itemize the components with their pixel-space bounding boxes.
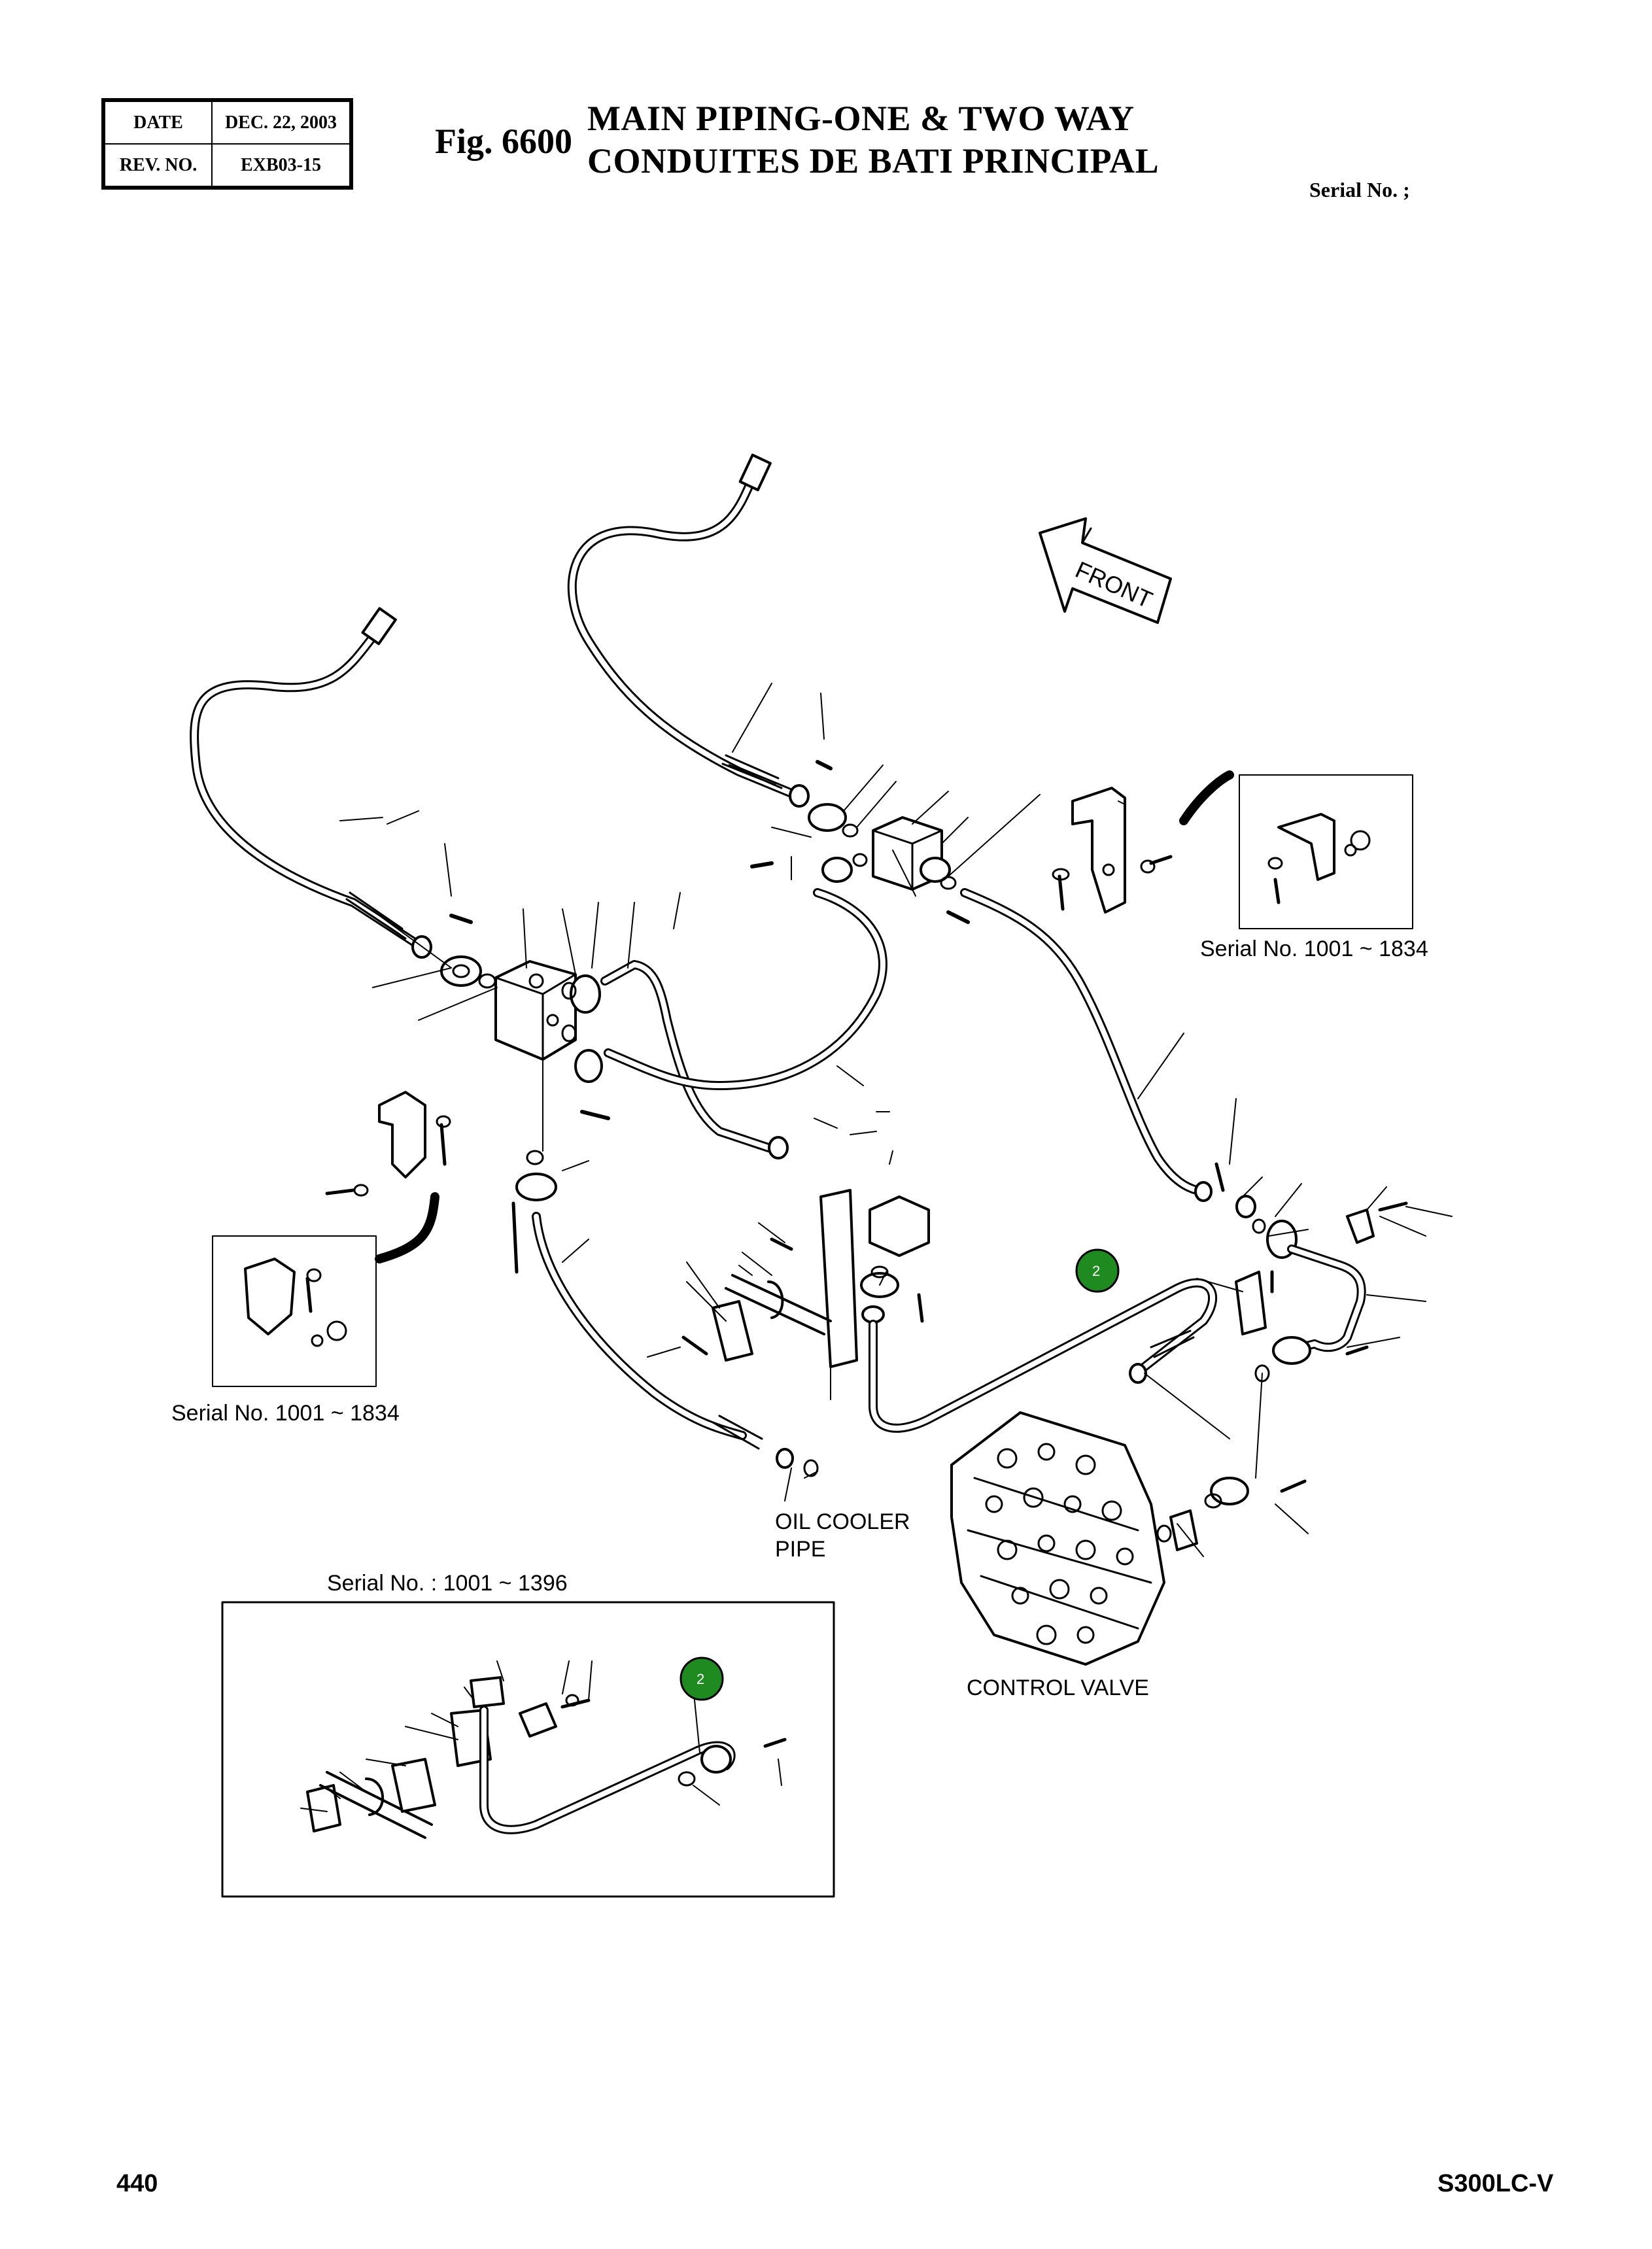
upper-right-bracket: [1052, 787, 1173, 914]
left-lower-bracket: [325, 1091, 451, 1263]
front-arrow-icon: [1039, 517, 1172, 624]
title-english: MAIN PIPING-ONE & TWO WAY: [587, 99, 1135, 138]
page-number: 440: [116, 2170, 158, 2197]
left-flange-set: [440, 914, 610, 1120]
oil-cooler-hose: [511, 1150, 819, 1477]
date-value: DEC. 22, 2003: [211, 101, 351, 145]
svg-text:2: 2: [1092, 1263, 1100, 1279]
leader-lines: [339, 683, 1453, 1557]
callout-bubble: 2: [1075, 1248, 1120, 1293]
right-inset-box: [1179, 770, 1413, 929]
callout-bubble: 2: [680, 1657, 724, 1701]
left-manifold-block: [494, 960, 577, 1061]
middle-hoses: [600, 888, 887, 1159]
title-french: CONDUITES DE BATI PRINCIPAL: [587, 141, 1160, 180]
model-code: S300LC-V: [1437, 2170, 1554, 2197]
upper-center-block: [750, 760, 970, 924]
left-long-hose: [190, 607, 432, 959]
left-inset-box: [212, 1235, 377, 1387]
oil-cooler-label-1: OIL COOLER: [775, 1509, 910, 1534]
svg-text:2: 2: [697, 1671, 704, 1687]
lower-inset-serial: Serial No. : 1001 ~ 1396: [327, 1571, 568, 1596]
right-pipe-assembly: [1214, 1162, 1408, 1382]
revision-info-table: DATE DEC. 22, 2003 REV. NO. EXB03-15: [101, 98, 353, 190]
right-hose: [960, 888, 1213, 1202]
rev-label: REV. NO.: [104, 143, 213, 187]
date-label: DATE: [104, 101, 213, 145]
pipe-callout-2: [861, 1278, 1218, 1433]
inset-pointer-right: [1180, 801, 1200, 824]
inset-right-serial: Serial No. 1001 ~ 1834: [1200, 936, 1428, 961]
control-valve-label: CONTROL VALVE: [967, 1675, 1149, 1700]
control-valve: [950, 1411, 1307, 1666]
upper-long-hose: [567, 453, 810, 808]
oil-cooler-label-2: PIPE: [775, 1537, 826, 1562]
figure-number: Fig. 6600: [435, 122, 572, 161]
clamp-group: [681, 1189, 930, 1368]
serial-number-label: Serial No. ;: [1309, 178, 1410, 201]
inset-left-serial: Serial No. 1001 ~ 1834: [171, 1401, 400, 1426]
lower-inset-box: [221, 1601, 835, 1898]
rev-value: EXB03-15: [211, 143, 351, 187]
